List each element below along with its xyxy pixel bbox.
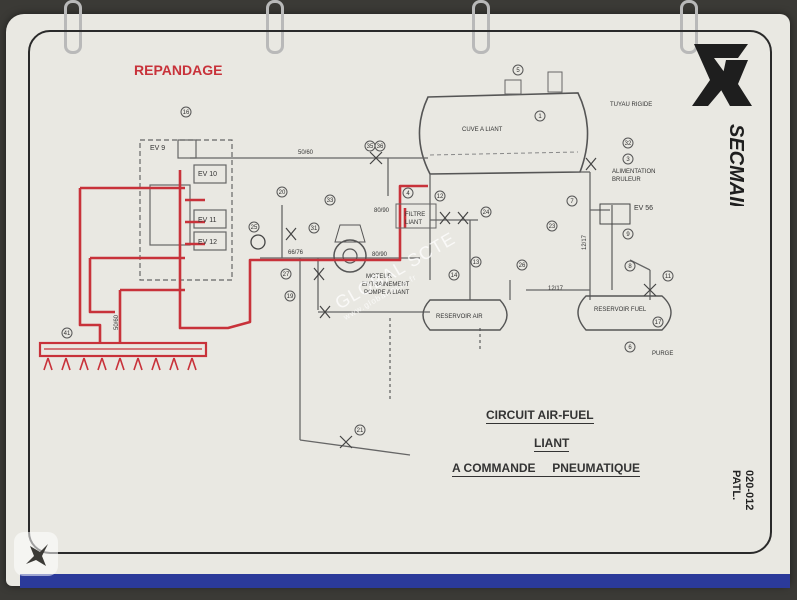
marker-label: 9 — [626, 232, 630, 238]
drawing-reference: 020-012 PATL. — [729, 470, 755, 510]
marker-label: 19 — [287, 294, 294, 300]
moteur-label-3: POMPE A LIANT — [364, 290, 410, 296]
liant-label: LIANT — [405, 220, 422, 226]
ev9-label: EV 9 — [150, 145, 165, 152]
marker-label: 26 — [519, 263, 526, 269]
pipe-size-label: 80/90 — [374, 208, 390, 214]
marker-label: 23 — [549, 224, 556, 230]
air-fuel-piping — [190, 157, 651, 456]
marker-label: 1 — [538, 114, 542, 120]
pompe-liant — [333, 224, 367, 273]
filtre-liant — [395, 203, 437, 229]
svg-text:SECMAIR: SECMAIR — [725, 124, 747, 206]
marker-label: 14 — [451, 273, 458, 279]
marker-label: 36 — [377, 144, 384, 150]
marker-label: 3 — [626, 157, 630, 163]
marker-bubbles — [61, 64, 674, 436]
spray-bar — [38, 341, 208, 371]
ev-valve-block — [139, 139, 233, 281]
marker-label: 12 — [437, 194, 444, 200]
marker-label: 35 — [367, 144, 374, 150]
bruleur-label: BRULEUR — [612, 177, 641, 183]
binder-ring — [680, 0, 698, 54]
marker-label: 4 — [406, 191, 410, 197]
valves — [285, 151, 657, 449]
marker-label: 7 — [570, 199, 574, 205]
cuve-label: CUVE A LIANT — [462, 127, 503, 133]
watermark-logo-icon — [14, 532, 58, 576]
drawing-code: 020-012 — [743, 470, 755, 511]
moteur-label-1: MOTEUR — [366, 274, 393, 280]
marker-label: 5 — [516, 68, 520, 74]
pipe-size-label: 12/17 — [582, 234, 588, 250]
binder-edge — [20, 574, 790, 588]
marker-label: 16 — [183, 110, 190, 116]
ev56-valve — [599, 203, 631, 225]
pipe-size-label: 50/60 — [114, 314, 120, 330]
reservoir-air — [422, 299, 508, 331]
circuit-title: CIRCUIT AIR-FUEL — [486, 408, 594, 424]
secmair-logo: SECMAIR — [692, 44, 752, 206]
filtre-label: FILTRE — [405, 212, 425, 218]
marker-label: 6 — [628, 345, 632, 351]
pressure-gauge — [250, 234, 266, 250]
marker-label: 31 — [311, 226, 318, 232]
purge-label: PURGE — [652, 351, 673, 357]
liant-circuit-red — [78, 170, 428, 342]
tuyau-label: TUYAU RIGIDE — [610, 102, 652, 108]
marker-label: 17 — [655, 320, 662, 326]
pipe-size-label: 80/90 — [372, 252, 388, 258]
ev12-label: EV 12 — [198, 239, 217, 246]
marker-label: 20 — [279, 190, 286, 196]
binder-ring — [472, 0, 490, 54]
cuve-tank — [418, 71, 589, 175]
pipe-size-label: 66/76 — [288, 250, 304, 256]
marker-label: 25 — [251, 225, 258, 231]
ev11-label: EV 11 — [198, 217, 217, 224]
marker-label: 11 — [665, 274, 672, 280]
moteur-label-2: ENTRAINEMENT — [362, 282, 410, 288]
binder-ring — [64, 0, 82, 54]
marker-label: 13 — [473, 260, 480, 266]
marker-label: 21 — [357, 428, 364, 434]
drawing-sub-code: PATL. — [730, 470, 742, 501]
reservoir-air-label: RESERVOIR AIR — [436, 314, 483, 320]
marker-label: 32 — [625, 141, 632, 147]
alimentation-label: ALIMENTATION — [612, 169, 655, 175]
marker-label: 24 — [483, 210, 490, 216]
marker-label: 33 — [327, 198, 334, 204]
reservoir-fuel — [577, 295, 672, 331]
ev10-label: EV 10 — [198, 171, 217, 178]
marker-label: 27 — [283, 272, 290, 278]
binder-ring — [266, 0, 284, 54]
drawing-frame — [28, 30, 772, 554]
liant-title: LIANT — [534, 436, 570, 452]
ev56-label: EV 56 — [634, 205, 653, 212]
marker-label: 8 — [628, 264, 632, 270]
commande-title: A COMMANDE PNEUMATIQUE — [452, 461, 640, 477]
binder-page — [6, 14, 790, 586]
marker-label: 41 — [64, 331, 71, 337]
page-title: REPANDAGE — [134, 62, 223, 78]
pipe-size-label: 12/17 — [548, 286, 564, 292]
reservoir-fuel-label: RESERVOIR FUEL — [594, 307, 647, 313]
pipe-size-label: 50/60 — [298, 150, 314, 156]
